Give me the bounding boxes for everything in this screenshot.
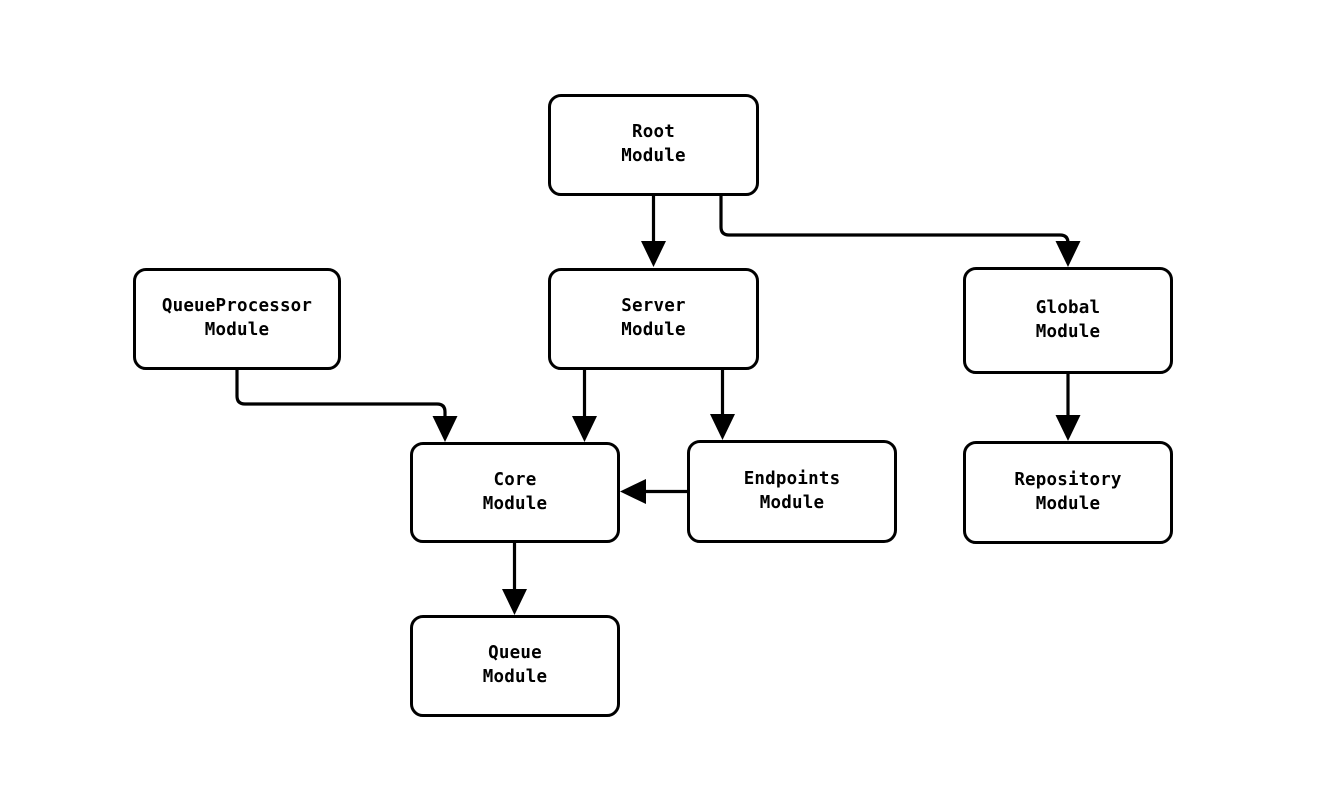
node-queue-module-line1: Queue xyxy=(488,643,542,664)
edge-server-to-core xyxy=(572,370,597,442)
node-global-module-line1: Global xyxy=(1035,297,1101,318)
node-root-module[interactable]: Root Module xyxy=(548,94,759,196)
node-queue-module-line2: Module xyxy=(482,667,548,687)
edge-core-to-queue xyxy=(502,543,527,615)
node-server-module[interactable]: Server Module xyxy=(548,268,759,370)
node-server-module-line1: Server xyxy=(621,296,686,317)
node-repository-module[interactable]: Repository Module xyxy=(963,441,1173,544)
node-queueprocessor-module[interactable]: QueueProcessor Module xyxy=(133,268,341,370)
edge-root-to-global xyxy=(719,196,1081,267)
node-core-module[interactable]: Core Module xyxy=(410,442,620,543)
node-root-module-line1: Root xyxy=(632,122,675,143)
node-global-module[interactable]: Global Module xyxy=(963,267,1173,374)
node-endpoints-module-line2: Module xyxy=(759,492,825,513)
node-server-module-line2: Module xyxy=(621,320,686,340)
node-core-module-line1: Core xyxy=(493,469,537,490)
edge-queueprocessor-to-core xyxy=(235,370,458,442)
node-endpoints-module-line1: Endpoints xyxy=(743,468,841,489)
node-endpoints-module[interactable]: Endpoints Module xyxy=(687,440,897,543)
edge-endpoints-to-core xyxy=(620,479,687,504)
node-core-module-line2: Module xyxy=(482,493,548,514)
node-queueprocessor-module-line1: QueueProcessor xyxy=(161,296,313,317)
edge-server-to-endpoints xyxy=(710,370,735,440)
edge-root-to-server xyxy=(641,196,666,267)
node-global-module-line2: Module xyxy=(1035,321,1101,342)
edge-global-to-repository xyxy=(1055,374,1081,441)
node-repository-module-line1: Repository xyxy=(1014,469,1122,490)
node-queueprocessor-module-line2: Module xyxy=(204,320,270,340)
node-queue-module[interactable]: Queue Module xyxy=(410,615,620,717)
node-root-module-line2: Module xyxy=(621,146,686,166)
node-repository-module-line2: Module xyxy=(1035,493,1101,514)
